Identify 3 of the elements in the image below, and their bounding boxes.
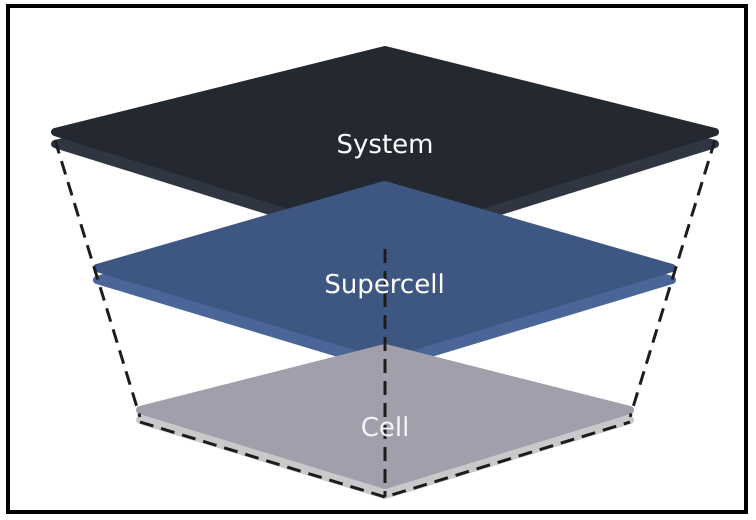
layer-label: System (336, 130, 434, 160)
layer-label: Cell (360, 413, 410, 443)
layer-label: Supercell (324, 270, 445, 300)
